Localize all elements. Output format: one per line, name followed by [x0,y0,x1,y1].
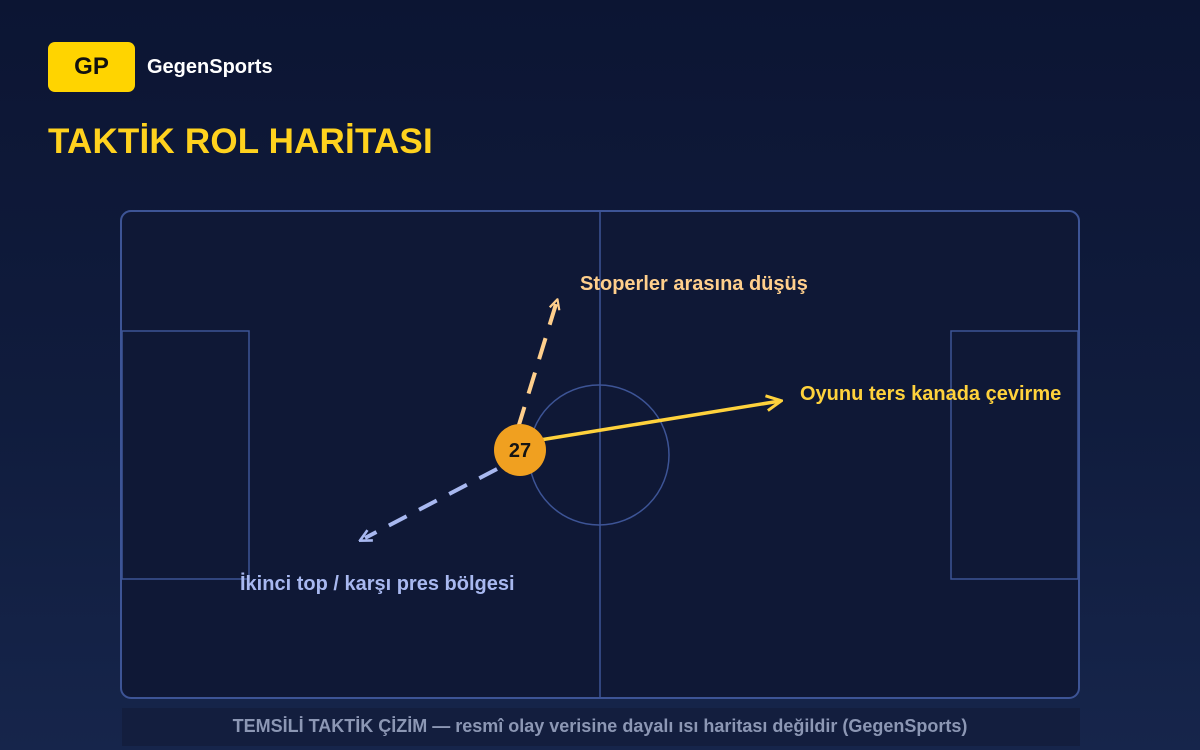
brand-header: GP GegenSports [48,42,273,92]
brand-logo: GP [48,42,135,92]
press-arrow [365,467,498,538]
footer-disclaimer: TEMSİLİ TAKTİK ÇİZİM — resmî olay verisi… [232,716,968,736]
right-penalty-box [950,330,1079,580]
switch-label: Oyunu ters kanada çevirme [800,383,1061,405]
press-label: İkinci top / karşı pres bölgesi [240,572,515,595]
switch-arrow [539,401,780,442]
left-penalty-box [121,330,250,580]
drop-label: Stoperler arasına düşüş [580,273,808,295]
player-number: 27 [509,440,531,462]
player-marker [494,424,546,476]
page-title: TAKTİK ROL HARİTASI [48,122,433,161]
footer-band [122,708,1080,746]
drop-arrow [516,304,556,429]
brand-name: GegenSports [147,55,273,78]
